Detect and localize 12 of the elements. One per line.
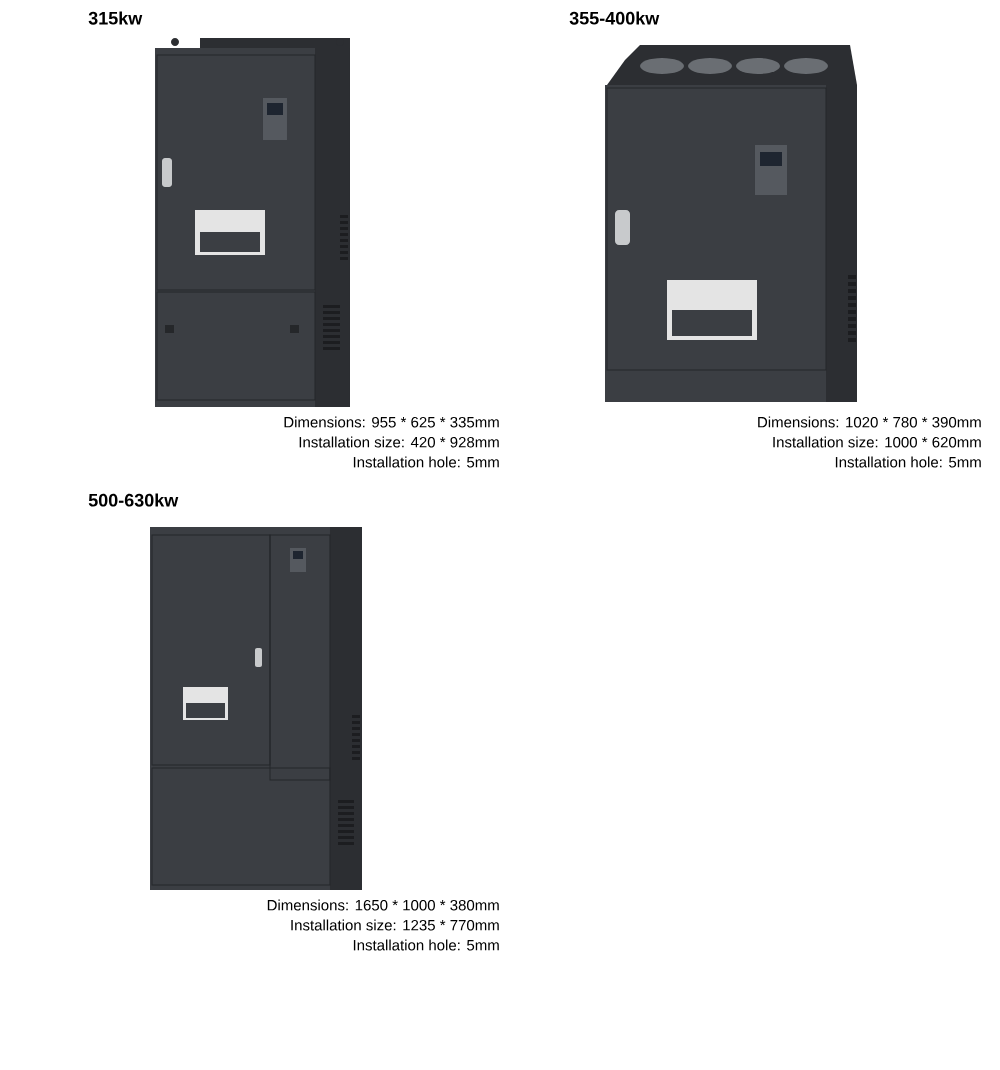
- spec-text: Dimensions: 1650 * 1000 * 380mm: [267, 899, 499, 911]
- spec-text: Installation size: 420 * 928mm: [299, 436, 499, 448]
- spec-text: Installation hole: 5mm: [353, 456, 499, 468]
- spec-text: Installation hole: 5mm: [353, 939, 499, 951]
- spec-text: Installation size: 1235 * 770mm: [291, 919, 499, 931]
- power-rating-heading: 500-630kw: [88, 493, 179, 507]
- power-rating-heading: 315kw: [88, 11, 143, 25]
- spec-text: Installation size: 1000 * 620mm: [773, 436, 981, 448]
- spec-text: Installation hole: 5mm: [835, 456, 981, 468]
- spec-text: Dimensions: 955 * 625 * 335mm: [284, 416, 499, 428]
- power-rating-heading: 355-400kw: [569, 11, 660, 25]
- spec-text: Dimensions: 1020 * 780 * 390mm: [758, 416, 981, 428]
